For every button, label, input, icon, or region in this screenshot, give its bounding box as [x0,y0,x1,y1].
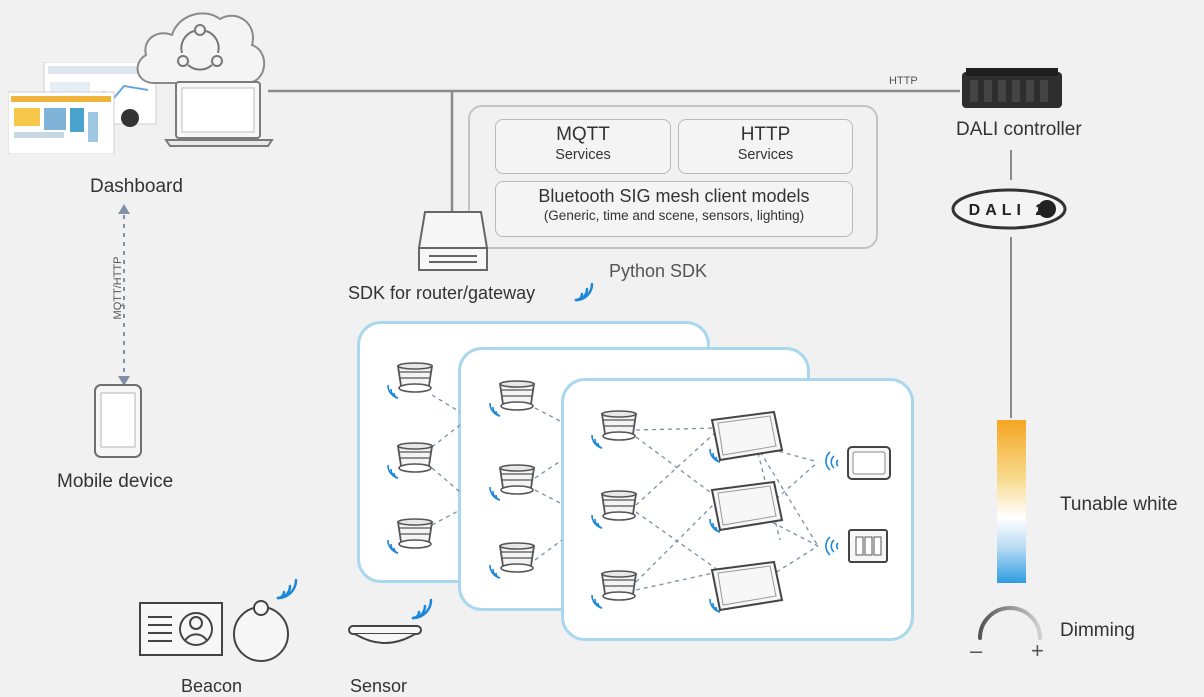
wireless-icon [276,578,298,600]
wireless-icon [574,282,594,302]
cloud-icon [132,5,270,87]
dashboard-label: Dashboard [90,176,183,197]
wall-panel-icon [847,446,891,480]
dali-controller-label: DALI controller [956,119,1082,140]
sensor-label: Sensor [350,676,408,696]
dimming-minus: – [970,638,983,663]
bluetooth-title: Bluetooth SIG mesh client models [538,186,810,206]
http-sub: Services [737,147,794,163]
dimming-knob-icon [966,606,1056,662]
dimming-plus: + [1031,638,1044,663]
sensor-icon [347,622,423,652]
http-services-box: HTTP Services [678,119,853,174]
python-sdk-container [468,105,878,249]
beacon-tag-icon [231,596,293,666]
bluetooth-sub: (Generic, time and scene, sensors, light… [543,208,805,223]
dali-logo-icon: DALI 2 [951,186,1069,232]
dali-logo-text: DALI 2 [969,202,1050,219]
sdk-gateway-label: SDK for router/gateway [348,283,536,303]
dali-controller-icon [960,66,1064,112]
http-title: HTTP [740,124,791,145]
switch-icon [848,529,888,563]
tunable-white-label: Tunable white [1060,494,1178,515]
tunable-white-bar [997,420,1026,583]
mqtt-sub: Services [555,147,611,163]
mqtt-title: MQTT [556,124,610,145]
laptop-icon [164,78,274,150]
mqtt-services-box: MQTT Services [495,119,671,174]
wireless-icon [411,598,433,620]
bluetooth-mesh-box: Bluetooth SIG mesh client models (Generi… [495,181,853,237]
mobile-device-label: Mobile device [57,471,174,492]
dashboard-screens-icon [7,61,158,155]
beacon-card-icon [138,601,224,657]
http-link-label: HTTP [889,75,918,87]
dimming-label: Dimming [1060,620,1135,641]
beacon-label: Beacon [181,676,243,696]
router-icon [415,208,491,274]
tablet-icon [93,383,143,459]
python-sdk-label: Python SDK [609,261,708,281]
